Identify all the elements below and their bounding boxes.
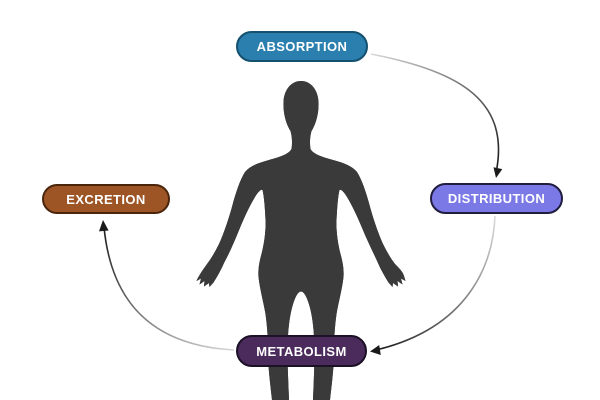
cycle-arrows <box>99 53 503 355</box>
excretion-label: EXCRETION <box>66 191 146 207</box>
arrow-metabolism-to-excretion <box>103 226 235 351</box>
metabolism-label: METABOLISM <box>256 343 347 359</box>
human-body-silhouette <box>196 81 406 400</box>
distribution-label: DISTRIBUTION <box>447 191 546 206</box>
arrow-distribution-to-metabolism <box>375 215 496 351</box>
absorption-badge: ABSORPTION <box>236 31 368 62</box>
arrow-absorption-to-distribution <box>370 53 500 174</box>
arrowhead-into-distribution <box>493 167 503 178</box>
absorption-label: ABSORPTION <box>256 39 348 54</box>
metabolism-badge: METABOLISM <box>236 335 367 367</box>
arrowhead-into-metabolism <box>370 345 381 355</box>
excretion-badge: EXCRETION <box>42 184 170 214</box>
distribution-badge: DISTRIBUTION <box>430 183 563 214</box>
arrowhead-into-excretion <box>99 220 109 232</box>
